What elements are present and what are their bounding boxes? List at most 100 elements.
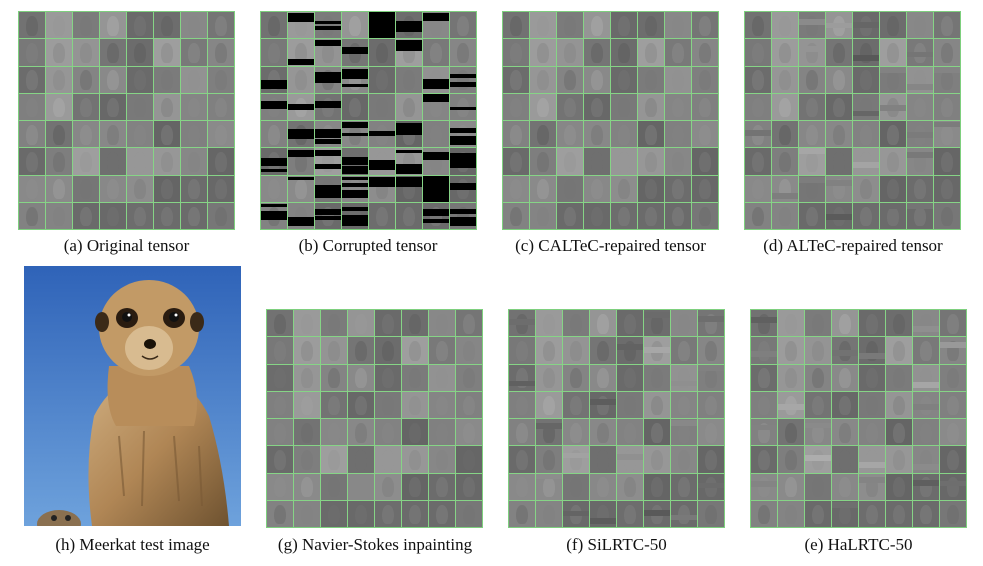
tensor-tile — [778, 500, 804, 527]
tile-texture — [624, 477, 636, 498]
tensor-tile — [880, 175, 906, 202]
tile-texture — [839, 395, 851, 416]
tensor-tile — [665, 121, 691, 148]
tile-texture — [161, 43, 173, 63]
tensor-tile — [450, 202, 476, 229]
tile-texture — [382, 504, 394, 525]
tensor-tile — [584, 121, 610, 148]
tensor-tile — [127, 39, 153, 66]
corruption-stripe — [423, 209, 449, 216]
tensor-grid-silrtc — [508, 309, 725, 528]
tile-texture — [510, 179, 522, 200]
tensor-tile — [154, 66, 180, 93]
tile-texture — [510, 43, 522, 63]
tile-texture — [591, 15, 603, 36]
tensor-tile — [799, 175, 825, 202]
tensor-tile — [369, 148, 395, 175]
tile-texture — [215, 43, 227, 63]
tensor-tile — [46, 148, 72, 175]
tensor-tile — [940, 500, 966, 527]
artifact-stripe — [826, 22, 852, 29]
tensor-tile — [208, 39, 234, 66]
tile-texture — [436, 313, 448, 334]
tensor-tile — [530, 39, 556, 66]
tile-texture — [80, 152, 92, 172]
tile-texture — [188, 206, 200, 227]
artifact-stripe — [940, 480, 966, 487]
tile-texture — [779, 97, 791, 118]
tile-texture — [322, 15, 334, 36]
tensor-tile — [563, 310, 589, 337]
tensor-tile — [751, 473, 777, 500]
tile-texture — [564, 43, 576, 63]
tile-texture — [376, 179, 388, 200]
tile-texture — [457, 124, 469, 145]
tensor-tile — [617, 446, 643, 473]
tile-texture — [860, 152, 872, 172]
tensor-tile — [913, 446, 939, 473]
tensor-tile — [751, 337, 777, 364]
tensor-tile — [456, 446, 482, 473]
artifact-stripe — [671, 380, 697, 387]
tile-texture — [376, 206, 388, 227]
tile-texture — [349, 179, 361, 200]
tensor-tile — [46, 202, 72, 229]
tensor-tile — [563, 364, 589, 391]
tile-texture — [463, 313, 475, 334]
tile-texture — [134, 70, 146, 91]
tensor-tile — [692, 12, 718, 39]
tensor-tile — [644, 310, 670, 337]
tensor-tile — [402, 446, 428, 473]
tensor-tile — [536, 473, 562, 500]
tile-texture — [564, 152, 576, 172]
tile-texture — [914, 206, 926, 227]
tile-texture — [215, 152, 227, 172]
tile-texture — [920, 368, 932, 389]
tile-texture — [866, 422, 878, 443]
tensor-tile — [563, 473, 589, 500]
artifact-stripe — [799, 148, 825, 155]
tile-texture — [624, 368, 636, 389]
tile-texture — [463, 422, 475, 443]
tensor-tile — [321, 419, 347, 446]
tensor-tile — [644, 337, 670, 364]
tensor-tile — [100, 12, 126, 39]
tensor-tile — [826, 93, 852, 120]
tile-texture — [430, 124, 442, 145]
tensor-tile — [584, 93, 610, 120]
tensor-tile — [46, 93, 72, 120]
tile-texture — [403, 97, 415, 118]
tensor-tile — [429, 500, 455, 527]
tensor-tile — [456, 391, 482, 418]
tensor-tile — [208, 66, 234, 93]
tile-texture — [80, 70, 92, 91]
tensor-tile — [698, 473, 724, 500]
tensor-tile — [751, 446, 777, 473]
tensor-tile — [617, 364, 643, 391]
tensor-tile — [853, 175, 879, 202]
tile-texture — [134, 43, 146, 63]
tile-texture — [355, 450, 367, 470]
tensor-tile — [584, 148, 610, 175]
artifact-stripe — [832, 349, 858, 356]
tensor-tile — [826, 175, 852, 202]
tile-texture — [537, 179, 549, 200]
tile-texture — [457, 43, 469, 63]
tile-texture — [537, 206, 549, 227]
tensor-tile — [315, 148, 341, 175]
tile-texture — [758, 313, 770, 334]
tile-texture — [80, 15, 92, 36]
artifact-stripe — [826, 180, 852, 186]
caption-g: (g) Navier-Stokes inpainting — [277, 535, 473, 554]
tensor-tile — [698, 337, 724, 364]
tensor-tile — [375, 473, 401, 500]
tensor-tile — [853, 121, 879, 148]
tile-texture — [672, 70, 684, 91]
tensor-tile — [19, 175, 45, 202]
tensor-tile — [375, 337, 401, 364]
artifact-stripe — [913, 403, 939, 410]
tile-texture — [274, 422, 286, 443]
tensor-tile — [536, 391, 562, 418]
tile-texture — [920, 313, 932, 334]
caption-b: (b) Corrupted tensor — [298, 236, 438, 255]
